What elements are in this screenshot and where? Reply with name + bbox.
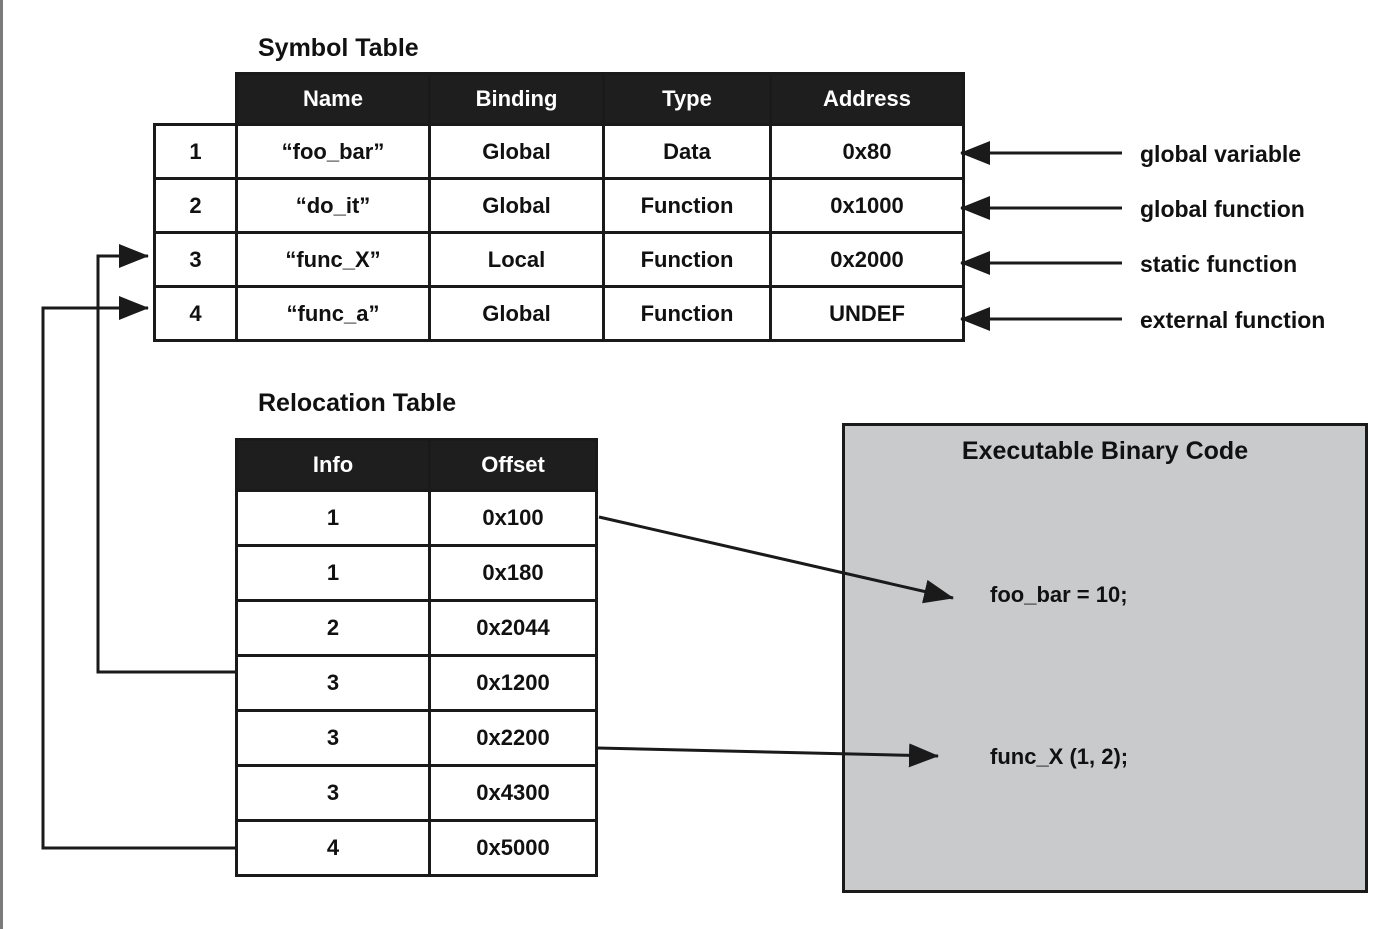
symbol-table-header-row: Name Binding Type Address <box>153 72 965 126</box>
symbol-binding: Local <box>428 231 605 288</box>
symbol-address: 0x2000 <box>769 231 965 288</box>
symbol-address: 0x80 <box>769 123 965 180</box>
header-spacer <box>153 72 238 126</box>
page-edge-line <box>0 0 3 929</box>
relocation-info: 3 <box>235 654 431 712</box>
relocation-table-row-6: 3 0x4300 <box>235 764 598 822</box>
annotation-external-function: external function <box>1140 307 1326 333</box>
relocation-offset: 0x100 <box>428 489 598 547</box>
relocation-offset: 0x5000 <box>428 819 598 877</box>
row-number: 3 <box>153 231 238 288</box>
relocation-table-row-3: 2 0x2044 <box>235 599 598 657</box>
symbol-type: Function <box>602 231 772 288</box>
symbol-table-row-3: 3 “func_X” Local Function 0x2000 <box>153 231 965 288</box>
code-line-func-x: func_X (1, 2); <box>990 744 1129 769</box>
annotation-global-variable: global variable <box>1140 141 1302 167</box>
relocation-offset: 0x1200 <box>428 654 598 712</box>
relocation-info: 4 <box>235 819 431 877</box>
annotation-global-function: global function <box>1140 196 1305 222</box>
code-line-foo-bar: foo_bar = 10; <box>990 582 1128 607</box>
relocation-info: 3 <box>235 709 431 767</box>
relocation-table-row-4: 3 0x1200 <box>235 654 598 712</box>
relocation-info: 2 <box>235 599 431 657</box>
relocation-offset: 0x2200 <box>428 709 598 767</box>
binary-box-title: Executable Binary Code <box>961 437 1249 465</box>
symbol-binding: Global <box>428 177 605 234</box>
relocation-table-title: Relocation Table <box>258 389 457 417</box>
symbol-address: UNDEF <box>769 285 965 342</box>
relocation-table-header-row: Info Offset <box>235 438 598 492</box>
relocation-table-row-2: 1 0x180 <box>235 544 598 602</box>
symbol-name: “do_it” <box>235 177 431 234</box>
column-header-offset: Offset <box>428 438 598 492</box>
relocation-info: 3 <box>235 764 431 822</box>
symbol-type: Data <box>602 123 772 180</box>
symbol-binding: Global <box>428 285 605 342</box>
relocation-info: 1 <box>235 489 431 547</box>
symbol-type: Function <box>602 177 772 234</box>
relocation-offset: 0x180 <box>428 544 598 602</box>
annotation-static-function: static function <box>1140 251 1298 277</box>
relocation-offset: 0x4300 <box>428 764 598 822</box>
relocation-table-row-7: 4 0x5000 <box>235 819 598 877</box>
symbol-binding: Global <box>428 123 605 180</box>
symbol-table: Name Binding Type Address 1 “foo_bar” Gl… <box>153 72 965 342</box>
column-header-binding: Binding <box>428 72 605 126</box>
row-number: 2 <box>153 177 238 234</box>
symbol-name: “func_a” <box>235 285 431 342</box>
relocation-table-row-5: 3 0x2200 <box>235 709 598 767</box>
column-header-name: Name <box>235 72 431 126</box>
column-header-info: Info <box>235 438 431 492</box>
executable-binary-code-box: Executable Binary Code foo_bar = 10; fun… <box>842 423 1368 893</box>
row-number: 1 <box>153 123 238 180</box>
row-number: 4 <box>153 285 238 342</box>
symbol-table-row-4: 4 “func_a” Global Function UNDEF <box>153 285 965 342</box>
column-header-type: Type <box>602 72 772 126</box>
symbol-table-row-2: 2 “do_it” Global Function 0x1000 <box>153 177 965 234</box>
column-header-address: Address <box>769 72 965 126</box>
symbol-name: “func_X” <box>235 231 431 288</box>
relocation-info: 1 <box>235 544 431 602</box>
symbol-table-title: Symbol Table <box>258 34 419 62</box>
relocation-table: Info Offset 1 0x100 1 0x180 2 0x2044 3 0… <box>235 438 598 877</box>
symbol-table-row-1: 1 “foo_bar” Global Data 0x80 <box>153 123 965 180</box>
symbol-name: “foo_bar” <box>235 123 431 180</box>
relocation-table-row-1: 1 0x100 <box>235 489 598 547</box>
connector-reloc-0x5000-to-symbol-row4 <box>41 296 237 850</box>
symbol-address: 0x1000 <box>769 177 965 234</box>
relocation-offset: 0x2044 <box>428 599 598 657</box>
symbol-type: Function <box>602 285 772 342</box>
